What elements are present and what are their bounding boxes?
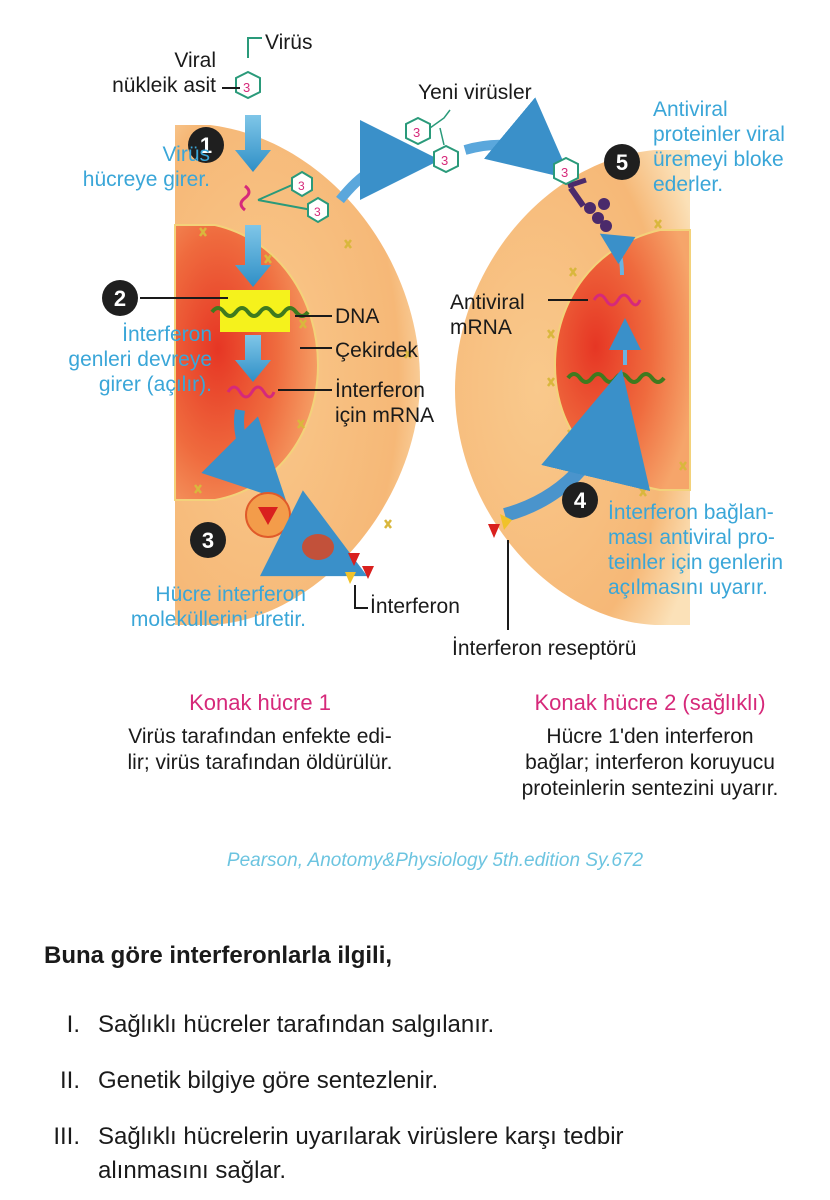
antiviral-mrna-strand xyxy=(592,293,642,307)
step-1-badge xyxy=(188,127,224,163)
statement-1-text: Sağlıklı hücreler tarafından salgılanır. xyxy=(98,1011,495,1038)
host-cell-2-title: Konak hücre 2 (sağlıklı) xyxy=(534,690,766,715)
step-5-number: 5 xyxy=(616,150,628,175)
entering-virus: 3 xyxy=(222,37,262,100)
new-viruses: 3 3 xyxy=(405,109,459,174)
question-prompt: Buna göre interferonlarla ilgili, xyxy=(44,942,393,969)
step-2-badge xyxy=(102,280,138,316)
signal-arrow xyxy=(503,369,651,522)
statement-1-number: I. xyxy=(66,1011,80,1038)
interferon-mrna-strand xyxy=(226,385,276,399)
step-3-badge xyxy=(190,522,226,558)
virus-particle xyxy=(307,196,329,224)
interferon-receptor xyxy=(488,514,512,538)
label-binding-text: İnterferon bağlan- ması antiviral pro- t… xyxy=(608,501,784,599)
host-cell-1: 3 3 xyxy=(174,115,420,625)
vesicle xyxy=(302,534,334,560)
mrna-to-ribosome-arrow xyxy=(201,409,287,502)
dna-strand-cell-1 xyxy=(210,306,310,318)
label-dna: DNA xyxy=(335,305,380,328)
statement-1: I. Sağlıklı hücreler tarafından salgılan… xyxy=(36,1008,826,1048)
label-virus: Virüs xyxy=(265,31,313,54)
label-new-viruses: Yeni virüsler xyxy=(418,81,532,104)
interferon-molecules xyxy=(345,553,374,584)
virus-particle xyxy=(291,170,313,198)
step-badges: 1 2 3 4 5 xyxy=(102,127,640,558)
interferon-gene-highlight xyxy=(220,290,290,332)
interferon-diagram: 3 3 3 3 3 xyxy=(102,37,691,630)
host-cell-1-title: Konak hücre 1 xyxy=(189,690,331,715)
label-virus-enters: Virüs hücreye girer. xyxy=(82,143,210,191)
label-cell-produces: Hücre interferon moleküllerini üretir. xyxy=(130,583,306,631)
label-interferon-genes: İnterferon genleri devreye girer (açılır… xyxy=(68,323,212,396)
label-viral-nucleic-acid: Viral nükleik asit xyxy=(112,49,216,97)
release-arrow xyxy=(336,120,440,204)
statement-3-number: III. xyxy=(53,1123,80,1150)
svg-text:3: 3 xyxy=(413,125,420,140)
antiviral-protein xyxy=(567,177,612,232)
statement-2-text: Genetik bilgiye göre sentezlenir. xyxy=(98,1067,439,1094)
source-citation: Pearson, Anotomy&Physiology 5th.edition … xyxy=(226,850,644,871)
step-2-number: 2 xyxy=(114,286,126,311)
svg-text:3: 3 xyxy=(561,165,568,180)
host-cell-2: 3 xyxy=(455,150,691,630)
step-4-badge xyxy=(562,482,598,518)
label-antiviral-proteins: Antiviral proteinler viral üremeyi bloke… xyxy=(653,98,785,196)
blocked-virus xyxy=(553,156,579,186)
host-cell-2-caption: Hücre 1'den interferon bağlar; interfero… xyxy=(521,725,779,800)
interferon-label-line xyxy=(354,585,368,609)
virus-to-cell-2-arrow xyxy=(463,97,572,180)
svg-text:3: 3 xyxy=(243,80,250,95)
svg-text:3: 3 xyxy=(441,153,448,168)
label-nucleus: Çekirdek xyxy=(335,339,418,362)
step-4-number: 4 xyxy=(574,488,587,513)
label-antiviral-mrna: Antiviral mRNA xyxy=(450,291,525,339)
statement-2: II. Genetik bilgiye göre sentezlenir. xyxy=(36,1064,826,1104)
step-3-number: 3 xyxy=(202,528,214,553)
svg-text:3: 3 xyxy=(314,205,321,219)
mrna-to-protein-arrow xyxy=(599,233,636,276)
label-interferon-receptor: İnterferon reseptörü xyxy=(452,637,637,660)
label-interferon: İnterferon xyxy=(370,595,460,618)
step-5-badge xyxy=(604,144,640,180)
viral-nucleic-acid-inside xyxy=(239,184,251,212)
statement-3: III. Sağlıklı hücrelerin uyarılarak virü… xyxy=(36,1120,826,1196)
statement-3-text: Sağlıklı hücrelerin uyarılarak virüslere… xyxy=(98,1123,624,1184)
svg-text:3: 3 xyxy=(298,179,305,193)
label-interferon-mrna: İnterferon için mRNA xyxy=(335,379,435,427)
statement-2-number: II. xyxy=(59,1067,80,1094)
host-cell-1-caption: Virüs tarafından enfekte edi- lir; virüs… xyxy=(127,725,393,774)
step-1-number: 1 xyxy=(200,133,212,158)
flow-arrows-cell-1 xyxy=(235,115,271,382)
